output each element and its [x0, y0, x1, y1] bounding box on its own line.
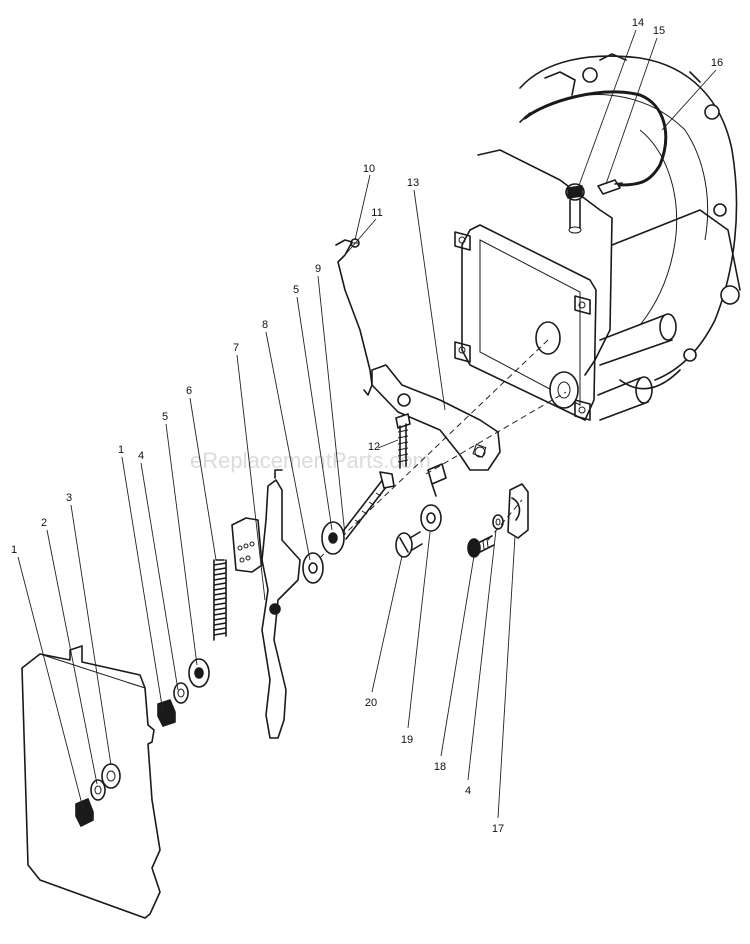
part-4-washer-left [173, 682, 189, 704]
callout-label: 9 [315, 263, 321, 275]
part-4-washer-right [492, 514, 504, 530]
callout-label: 17 [492, 823, 504, 835]
part-13-bracket [427, 463, 447, 497]
part-20-screw [395, 531, 423, 558]
callout-label: 16 [711, 57, 723, 69]
callout-label: 18 [434, 761, 446, 773]
part-3-cover-plate [21, 645, 161, 919]
part-14-switch [565, 183, 585, 234]
part-6-spring [213, 559, 227, 641]
assembly-line-2 [425, 391, 567, 475]
part-5-washer-mid [321, 521, 345, 555]
watermark-text: eReplacementParts.com [190, 448, 431, 473]
callout-label: 11 [371, 207, 382, 219]
callout-label: 3 [66, 492, 72, 504]
callout-label: 4 [465, 785, 471, 797]
callout-labels: 1 2 3 4 5 6 1 7 8 5 9 10 11 12 13 14 15 … [11, 17, 723, 835]
part-2-washer [90, 779, 106, 801]
part-8-washer [302, 552, 324, 584]
part-1-nut-lower [75, 798, 94, 827]
callout-label: 1 [118, 444, 124, 456]
callout-label: 8 [262, 319, 268, 331]
part-15-terminal [597, 179, 623, 195]
callout-label: 4 [138, 450, 144, 462]
engine-housing [454, 53, 741, 421]
callout-label: 14 [632, 17, 644, 29]
assembly-line-1 [304, 339, 549, 573]
callout-label: 20 [365, 697, 377, 709]
part-9-bolt [339, 471, 395, 540]
part-5-washer-left [188, 658, 210, 688]
part-18-screw [467, 535, 495, 558]
leader-lines [17, 29, 717, 819]
assembly-line-3 [487, 499, 523, 541]
part-6-bracket [231, 517, 263, 573]
callout-label: 5 [162, 411, 168, 423]
callout-label: 10 [363, 163, 375, 175]
part-17-clamp [507, 483, 529, 539]
part-3-washer [101, 763, 121, 789]
callout-label: 5 [293, 284, 299, 296]
callout-label: 12 [368, 441, 380, 453]
part-16-wire [519, 90, 668, 187]
part-19-washer [420, 504, 442, 532]
part-12-screw [395, 413, 411, 469]
callout-label: 2 [41, 517, 47, 529]
part-1-nut-upper [157, 699, 176, 727]
part-11-rod [335, 239, 373, 396]
part-7-arm [261, 469, 301, 739]
callout-label: 1 [11, 544, 17, 556]
callout-label: 7 [233, 342, 239, 354]
callout-label: 6 [186, 385, 192, 397]
callout-label: 15 [653, 25, 665, 37]
callout-label: 13 [407, 177, 419, 189]
callout-label: 19 [401, 734, 413, 746]
